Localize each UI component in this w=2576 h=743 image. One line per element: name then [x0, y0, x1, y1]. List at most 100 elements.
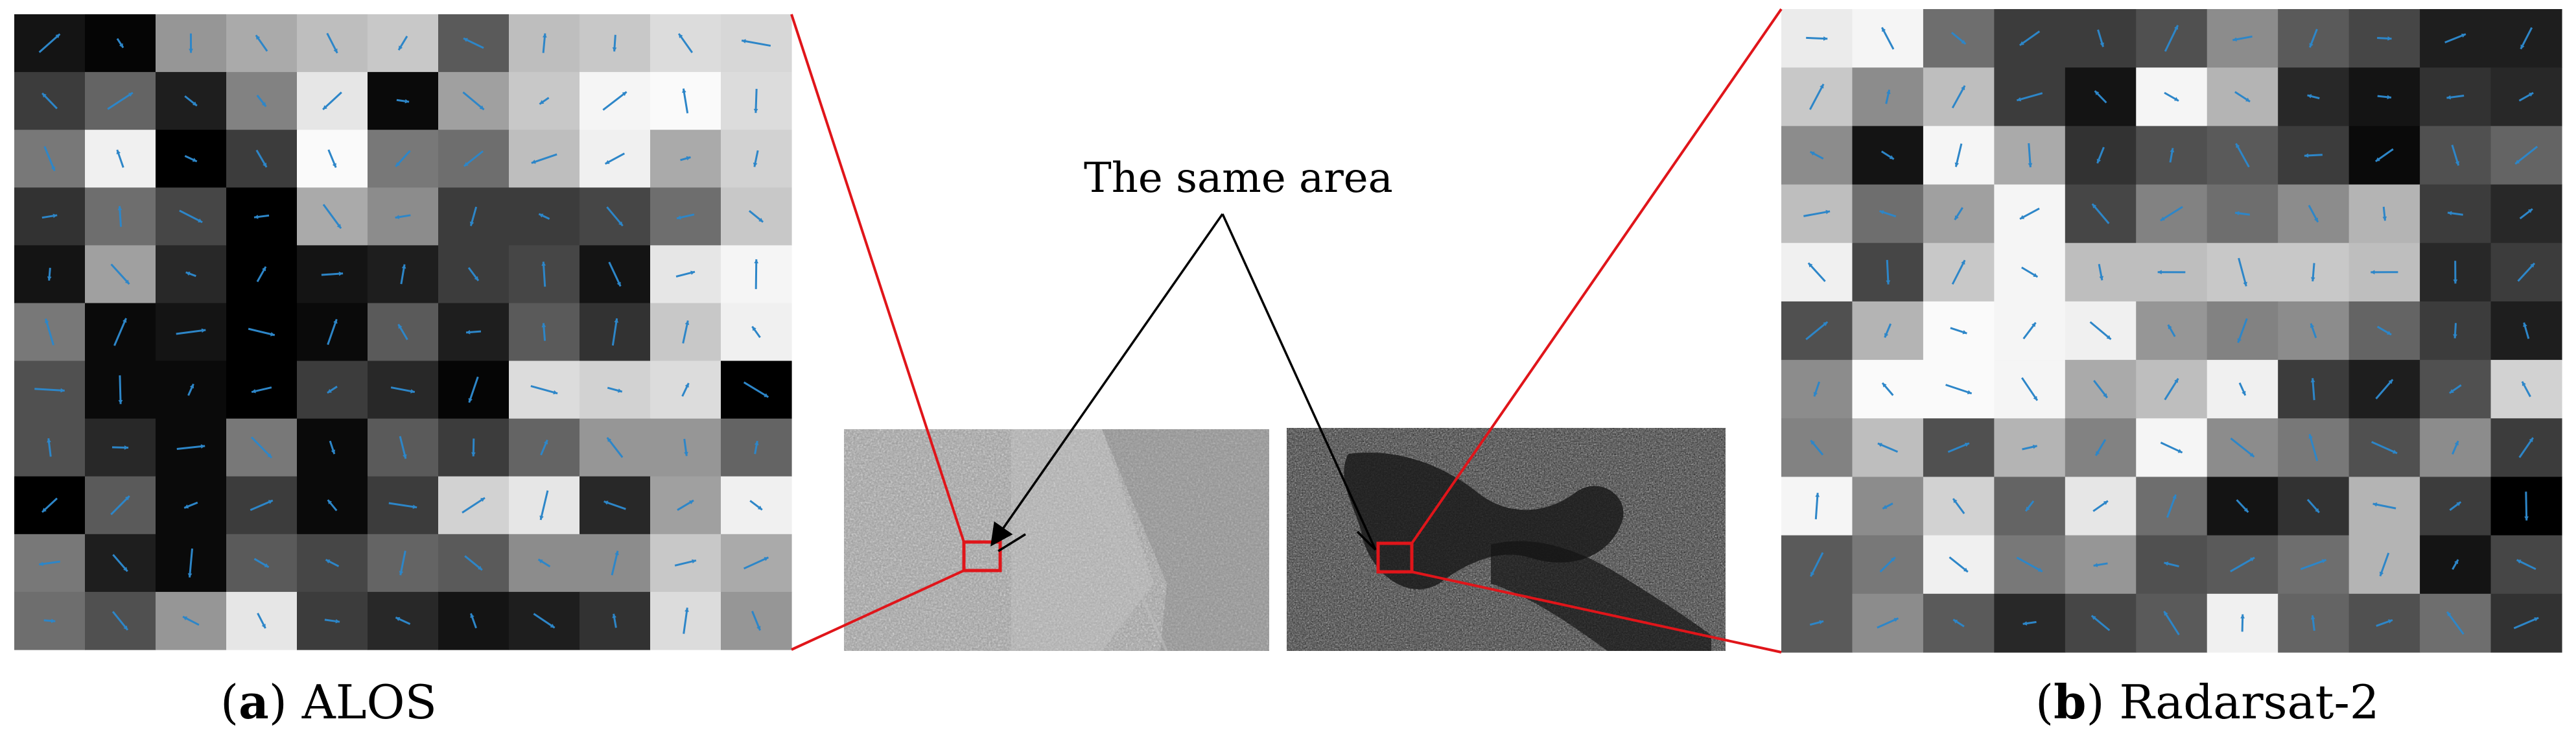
pointer-right-tick [1356, 530, 1377, 551]
radarsat-grid-vector [1810, 552, 1824, 577]
radarsat-grid-vector-head [2454, 560, 2459, 565]
radarsat-grid-vector [2514, 145, 2538, 165]
radarsat-grid-vector-head [2022, 621, 2028, 626]
radarsat-grid-vector-head [2321, 559, 2326, 563]
alos-grid-vector-head [53, 213, 58, 218]
alos-grid-vector [606, 437, 624, 458]
alos-grid-vector [611, 550, 619, 576]
radarsat-grid-vector-head [1953, 499, 1958, 503]
alos-grid-vector-head [268, 500, 273, 504]
alos-grid-vector-head [615, 550, 619, 556]
alos-zoom-grid [14, 14, 792, 650]
radarsat-grid-vector-head [1962, 330, 1967, 335]
radarsat-grid-vector-head [2106, 335, 2111, 340]
radarsat-grid-vector-head [2387, 95, 2391, 100]
radarsat-grid-vector-head [2160, 217, 2165, 221]
alos-grid-vector-head [192, 101, 197, 106]
radarsat-grid-vector-head [1963, 567, 1968, 572]
radarsat-grid-vector-head [2168, 324, 2172, 329]
alos-grid-vector-head [612, 613, 616, 619]
alos-grid-vector-head [466, 330, 471, 335]
alos-grid-vector-head [187, 573, 193, 578]
radarsat-grid-vector-head [1961, 86, 1965, 91]
radarsat-grid-vector-head [2028, 163, 2033, 167]
alos-grid-vector-head [395, 215, 400, 220]
radarsat-grid-vector [1951, 259, 1966, 285]
alos-grid-vector-head [128, 92, 133, 97]
alos-grid-vector [189, 548, 193, 578]
alos-connector-bottom [791, 569, 965, 651]
alos-grid-vector-head [116, 150, 121, 154]
radarsat-grid-vector-head [2310, 378, 2315, 383]
alos-grid-vector-head [753, 108, 758, 113]
radarsat-grid-vector-head [2033, 273, 2038, 277]
annotation-label: The same area [1084, 154, 1393, 202]
alos-grid-vector-head [539, 213, 544, 218]
radarsat-grid-vector-head [2236, 143, 2240, 148]
radarsat-grid-vector-head [1890, 557, 1895, 562]
radarsat-grid-vector-head [1810, 572, 1815, 577]
alos-grid-vector-head [261, 102, 266, 107]
radarsat-grid-vector-head [2387, 36, 2392, 41]
radarsat-grid-vector-head [1886, 89, 1891, 95]
radarsat-grid-vector [2164, 25, 2179, 52]
alos-grid-vector-head [470, 613, 474, 619]
alos-grid-vector-head [690, 270, 695, 275]
radarsat-grid-vector-head [2242, 390, 2246, 395]
alos-grid-vector-head [754, 259, 759, 264]
alos-grid-vector-head [189, 49, 193, 53]
alos-grid-vector-head [60, 388, 65, 393]
alos-grid-vector-head [325, 560, 331, 564]
alos-grid-vector-head [398, 324, 403, 329]
alos-grid-vector-head [468, 398, 473, 403]
radarsat-grid-vector [2518, 437, 2535, 458]
alos-grid-vector-head [403, 454, 407, 459]
radarsat-grid-vector [2308, 434, 2319, 462]
alos-grid-vector-head [616, 281, 621, 287]
alos-grid-vector [327, 318, 338, 346]
radarsat-grid-vector [2379, 552, 2390, 577]
caption-a: (a) ALOS [220, 674, 437, 729]
radarsat-grid-vector-head [2516, 560, 2522, 564]
radarsat-grid-vector-head [1882, 504, 1888, 509]
alos-grid-vector-head [541, 261, 546, 266]
alos-grid-vector-head [553, 390, 558, 395]
radarsat-grid-vector-head [2237, 338, 2242, 343]
radarsat-grid-vector-head [2177, 449, 2183, 453]
radarsat-grid-vector-head [2447, 211, 2452, 216]
alos-grid-vector [322, 91, 342, 110]
radarsat-grid-vector-head [2449, 389, 2454, 394]
alos-grid-vector-head [764, 557, 769, 561]
caption-a-text: ALOS [301, 675, 437, 729]
alos-grid-vector-head [51, 166, 56, 171]
alos-grid-vector-head [262, 266, 266, 272]
alos-grid-vector-head [539, 515, 544, 520]
radarsat-grid-vector-head [1810, 152, 1815, 156]
pointer-left [990, 213, 1224, 547]
radarsat-grid-vector-head [2173, 97, 2179, 101]
radarsat-grid-vector-head [2529, 438, 2533, 443]
alos-grid-vector-head [331, 449, 336, 454]
radarsat-grid-vector-head [2249, 453, 2254, 457]
alos-grid-vector [250, 499, 274, 512]
radarsat-grid-vector-head [2523, 322, 2527, 327]
radarsat-grid-vector [2016, 92, 2043, 102]
radarsat-grid-vector-head [1820, 84, 1824, 89]
alos-grid-vector-head [685, 383, 689, 388]
alos-grid-vector-head [685, 607, 689, 612]
radarsat-grid-vector [1951, 85, 1966, 109]
radarsat-grid-vector [2517, 262, 2536, 282]
alos-grid-vector-head [184, 504, 189, 509]
alos-grid-vector [248, 327, 275, 336]
alos-grid-vector-head [123, 318, 127, 323]
radarsat-grid-vector [2163, 610, 2180, 635]
radarsat-grid-vector-head [2032, 444, 2037, 449]
radarsat-grid-vector-head [2307, 94, 2312, 99]
radarsat-grid-vector-head [2315, 508, 2319, 513]
radarsat-grid-vector-head [2157, 270, 2162, 275]
radarsat-grid-vector-head [2310, 615, 2315, 620]
radarsat-grid-vector-head [2092, 204, 2097, 209]
alos-grid-vector [602, 91, 627, 111]
